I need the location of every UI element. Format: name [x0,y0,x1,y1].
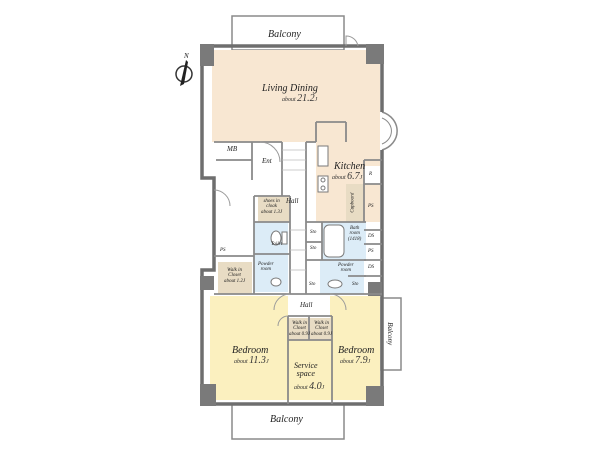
living-dining [212,50,380,142]
powder-room-right [320,260,364,294]
living-dining-area: about 21.2J [282,93,318,104]
sink-right [327,279,343,289]
door-swings [213,35,359,327]
kitchen-area: about 6.7J [332,171,363,182]
stove [317,175,329,193]
bedroom-left-label: Bedroom [232,345,269,356]
kitchen-label: Kitchen [334,161,366,172]
walk-in-closet-mid1 [287,318,309,340]
toilet-fixture [270,230,282,246]
ds-2-label: DS [368,265,375,270]
balcony-right-label: Balcony [386,322,395,346]
sto-2-label: Sto [310,246,317,251]
hall-lower-label: Hall [300,301,313,309]
service-space-area: about 4.0J [294,381,325,392]
ps-right-label: PS [368,204,374,209]
cupboard-label: Cupboard [350,192,356,213]
kitchen-sink [317,145,329,167]
bay-window [381,111,398,151]
sto-1-label: Sto [310,230,317,235]
hall-floor-lines [282,149,306,271]
balcony-bottom [231,403,345,440]
bathtub [323,224,345,258]
service-space [288,340,330,400]
ps-left-label: PS [220,248,226,253]
living-dining-label: Living Dining [262,83,318,94]
bedroom-right [330,296,380,400]
bedroom-left-area: about 11.3J [234,355,269,366]
powder-room-left [254,254,288,292]
shoes-cloak [258,196,290,222]
toilet-label: Toilet [271,242,283,247]
interior-walls [214,121,382,404]
bedroom-right-area: about 7.9J [340,355,371,366]
walk-in-closet-left [218,262,252,294]
cupboard [346,184,364,222]
bedroom-left [210,296,288,400]
ds-1-label: DS [368,234,375,239]
compass-icon [175,60,193,86]
fridge-label: R [369,172,373,177]
fridge-space [364,166,380,184]
columns [200,44,384,406]
sto-4-label: Sto [352,282,359,287]
bedroom-right-label: Bedroom [338,345,375,356]
sto-3-label: Sto [309,282,316,287]
walk-in-closet-mid2 [309,318,331,340]
compass-north-label: N [184,52,189,60]
ent-label: Ent [262,157,272,165]
balcony-bottom-label: Balcony [270,414,303,425]
hall-upper-label: Hall [286,197,299,205]
sink-left [270,277,282,287]
mb-label: MB [227,145,238,153]
ps-right2-label: PS [368,249,374,254]
balcony-top-label: Balcony [268,29,301,40]
